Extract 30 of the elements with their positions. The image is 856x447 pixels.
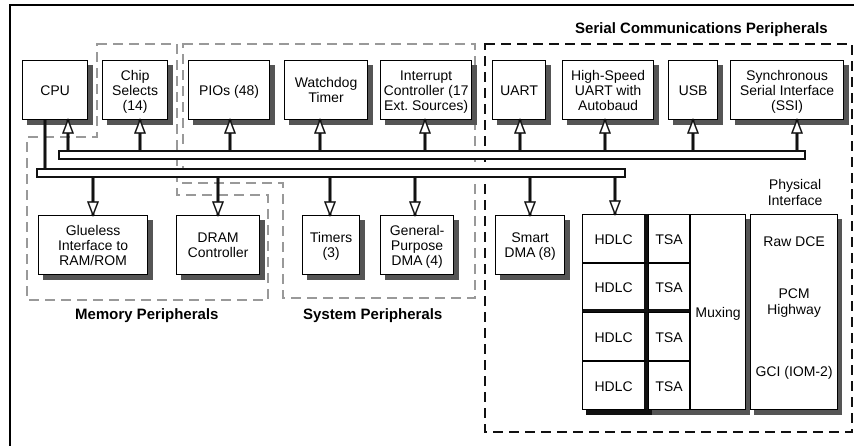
bus-arrow	[314, 119, 326, 150]
bus-arrow	[324, 178, 336, 216]
bus-arrow	[609, 178, 621, 215]
bus-arrow	[212, 178, 224, 216]
interface-label: GCI (IOM-2)	[754, 363, 834, 379]
bus-arrow	[62, 119, 74, 150]
bus-bar	[36, 168, 626, 178]
bus-arrow	[791, 119, 803, 150]
bus-bar	[58, 150, 806, 160]
hdlc-cell: HDLC	[582, 312, 648, 361]
bus-arrow	[134, 119, 146, 150]
bus-arrow	[524, 178, 536, 216]
tsa-cell: TSA	[648, 312, 690, 361]
hdlc-cell: HDLC	[582, 214, 648, 263]
bus-arrow	[419, 119, 431, 150]
tsa-cell: TSA	[648, 263, 690, 312]
interface-label: Raw DCE	[762, 233, 826, 249]
interface-label: PCM Highway	[766, 285, 822, 317]
bus-arrow	[514, 119, 526, 150]
hdlc-cell: HDLC	[582, 263, 648, 312]
bus-arrow	[87, 178, 99, 216]
group-title: Memory Peripherals	[75, 306, 218, 323]
tsa-cell: TSA	[648, 214, 690, 263]
block-heading: Physical Interface	[766, 176, 824, 208]
group-title: System Peripherals	[303, 306, 442, 323]
bus-arrow	[687, 119, 699, 150]
bus-arrow	[599, 119, 611, 150]
group-title: Serial Communications Peripherals	[575, 20, 828, 37]
bus-arrow	[224, 119, 236, 150]
bus-arrow	[409, 178, 421, 216]
